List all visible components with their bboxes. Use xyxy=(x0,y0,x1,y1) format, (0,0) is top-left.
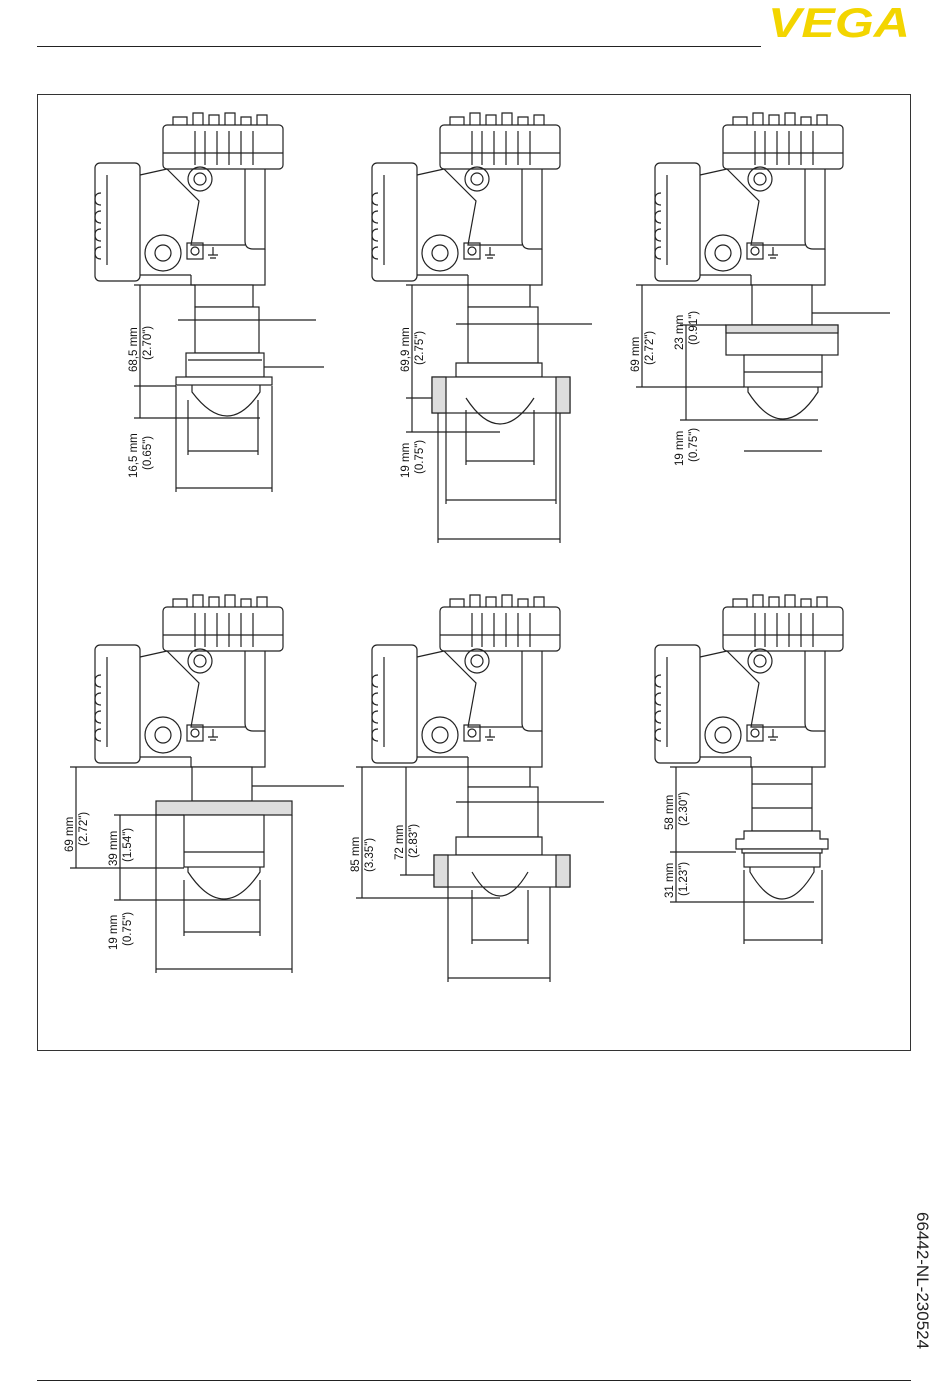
dim-label: 16,5 mm xyxy=(128,433,140,478)
dim-label: 58 mm xyxy=(664,795,676,830)
dim-label: 69 mm xyxy=(630,337,642,372)
dim-label: (1.54") xyxy=(122,828,134,862)
dim-label: 68,5 mm xyxy=(128,327,140,372)
dim-label: 19 mm xyxy=(400,443,412,478)
dim-label: 19 mm xyxy=(108,915,120,950)
dim-label: (2.83") xyxy=(408,824,420,858)
dim-label: (2.30") xyxy=(678,792,690,826)
dim-label: (3.35") xyxy=(364,838,376,872)
drawing-5: 85 mm (3.35") 72 mm (2.83") xyxy=(350,595,604,982)
drawing-6: 58 mm (2.30") 31 mm (1.23") xyxy=(655,595,843,944)
dim-label: 23 mm xyxy=(674,315,686,350)
dim-label: (2.75") xyxy=(414,331,426,365)
dim-label: 39 mm xyxy=(108,831,120,866)
dim-label: (1.23") xyxy=(678,862,690,896)
dim-label: (0.75") xyxy=(122,912,134,946)
dim-label: 85 mm xyxy=(350,837,362,872)
dim-label: (2.72") xyxy=(644,331,656,365)
dim-label: 72 mm xyxy=(394,825,406,860)
drawing-1: 68,5 mm (2.70") 16,5 mm (0.65") xyxy=(95,113,324,492)
dim-label: (0.75") xyxy=(414,440,426,474)
dim-label: 31 mm xyxy=(664,863,676,898)
document-code: 66442-NL-230524 xyxy=(912,1212,932,1349)
dim-label: (0.75") xyxy=(688,428,700,462)
dim-label: (0.65") xyxy=(142,436,154,470)
dim-label: (0.91") xyxy=(688,311,700,345)
dim-label: 19 mm xyxy=(674,431,686,466)
dim-label: (2.70") xyxy=(142,326,154,360)
drawing-2: 69,9 mm (2.75") 19 mm (0.75") xyxy=(372,113,592,543)
drawing-3: 69 mm (2.72") 23 mm (0.91") 19 mm (0.75"… xyxy=(630,113,890,466)
footer-rule xyxy=(37,1380,911,1381)
dim-label: 69 mm xyxy=(64,817,76,852)
dim-label: (2.72") xyxy=(78,812,90,846)
drawing-4: 69 mm (2.72") 39 mm (1.54") 19 mm (0.75"… xyxy=(64,595,344,973)
dim-label: 69,9 mm xyxy=(400,327,412,372)
